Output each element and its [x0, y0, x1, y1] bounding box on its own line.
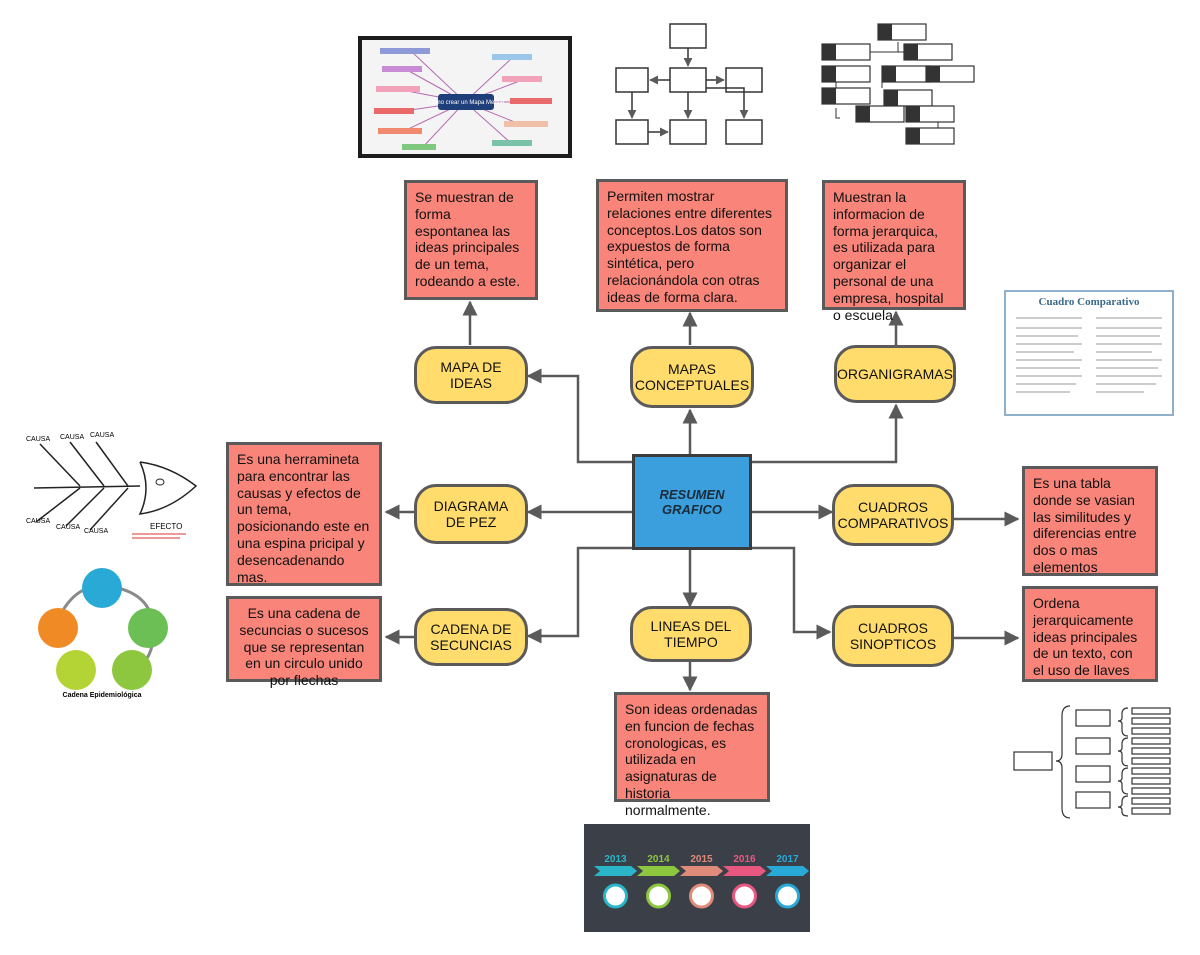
timeline-milestone-icon [689, 883, 714, 909]
timeline-milestone-icon [646, 883, 671, 909]
timeline-year-label: 2016 [733, 854, 756, 865]
timeline-year-label: 2013 [604, 854, 627, 865]
comparative-table-lines [1016, 317, 1162, 393]
timeline-year-label: 2015 [690, 854, 713, 865]
fishbone-drawing [33, 441, 198, 539]
node-lineas-tiempo-label: LINEAS DEL TIEMPO [650, 617, 732, 650]
org-chart-thumbnail [821, 23, 975, 145]
timeline-thumbnail: 2013 2014 2015 2016 2017 [584, 824, 810, 932]
comparative-table-title: Cuadro Comparativo [1038, 296, 1140, 308]
node-diagrama-pez[interactable]: DIAGRAMA DE PEZ [414, 484, 528, 544]
fish-cause-6: CAUSA [84, 528, 109, 535]
node-mapas-conceptuales[interactable]: MAPAS CONCEPTUALES [630, 346, 754, 408]
timeline-band-2015 [680, 866, 723, 876]
fish-cause-2: CAUSA [60, 434, 85, 441]
node-cuadros-comparativos[interactable]: CUADROS COMPARATIVOS [832, 484, 954, 546]
comparative-table-thumbnail: Cuadro Comparativo [1004, 290, 1174, 416]
center-title-line2: GRAFICO [662, 502, 722, 517]
center-box[interactable]: RESUMEN GRAFICO [632, 454, 752, 550]
node-cuadros-sinopticos-label: CUADROS SINOPTICOS [849, 619, 937, 652]
fishbone-thumbnail: CAUSA CAUSA CAUSA CAUSA CAUSA CAUSA EFEC… [20, 428, 200, 546]
timeline-band-2016 [723, 866, 766, 876]
timeline-year-label: 2017 [776, 854, 799, 865]
note-mapa-ideas-text: Se muestran de forma espontanea las idea… [415, 189, 521, 289]
timeline-band-2013 [594, 866, 637, 876]
fish-cause-4: CAUSA [26, 518, 51, 525]
note-cuadros-comparativos: Es una tabla donde se vasian las similit… [1022, 466, 1158, 576]
fish-effect-label: EFECTO [150, 522, 183, 531]
connector-organigramas [752, 403, 904, 464]
fish-cause-1: CAUSA [26, 436, 51, 443]
timeline-band-2017 [766, 866, 809, 876]
note-cuadros-sinopticos-text: Ordena jerarquicamente ideas principales… [1033, 595, 1138, 679]
center-title-line1: RESUMEN [659, 487, 725, 502]
note-cuadros-comparativos-text: Es una tabla donde se vasian las similit… [1033, 475, 1137, 575]
node-organigramas-label: ORGANIGRAMAS [837, 365, 953, 382]
mind-map-image: Cómo crear un Mapa Mental [362, 40, 568, 154]
chain-caption: Cadena Epidemiológica [62, 692, 142, 699]
concept-map-thumbnail [615, 23, 763, 145]
note-diagrama-pez-text: Es una herramineta para encontrar las ca… [237, 451, 370, 585]
note-cadena-secuencias: Es una cadena de secuncias o sucesos que… [226, 596, 382, 688]
timeline-milestone-icon [775, 883, 800, 909]
chain-thumbnail: Cadena Epidemiológica [32, 566, 172, 706]
note-diagrama-pez: Es una herramineta para encontrar las ca… [226, 442, 382, 586]
timeline-milestone-icon [732, 883, 757, 909]
note-organigramas: Muestran la informacion de forma jerarqu… [822, 180, 966, 323]
node-cuadros-comparativos-label: CUADROS COMPARATIVOS [837, 498, 949, 531]
note-lineas-tiempo-text: Son ideas ordenadas en funcion de fechas… [625, 701, 758, 818]
timeline-drawing: 2013 2014 2015 2016 2017 [594, 854, 809, 909]
timeline-band-2014 [637, 866, 680, 876]
connector-cadena [526, 546, 632, 644]
chain-drawing [38, 568, 168, 690]
node-mapa-ideas[interactable]: MAPA DE IDEAS [414, 346, 528, 404]
node-mapa-ideas-label: MAPA DE IDEAS [440, 358, 502, 391]
node-diagrama-pez-label: DIAGRAMA DE PEZ [433, 497, 509, 530]
synoptic-thumbnail [1013, 705, 1171, 819]
node-cadena-secuencias-label: CADENA DE SECUNCIAS [430, 620, 512, 653]
note-organigramas-text: Muestran la informacion de forma jerarqu… [833, 189, 944, 323]
node-lineas-tiempo[interactable]: LINEAS DEL TIEMPO [630, 606, 752, 662]
note-lineas-tiempo: Son ideas ordenadas en funcion de fechas… [614, 692, 770, 818]
note-mapa-ideas: Se muestran de forma espontanea las idea… [404, 180, 538, 300]
note-cadena-secuencias-text: Es una cadena de secuncias o sucesos que… [239, 605, 369, 689]
fish-cause-5: CAUSA [56, 524, 81, 531]
connector-mapa-ideas [526, 368, 632, 464]
node-cadena-secuencias[interactable]: CADENA DE SECUNCIAS [414, 608, 528, 666]
timeline-milestone-icon [603, 883, 628, 909]
node-organigramas[interactable]: ORGANIGRAMAS [834, 345, 956, 403]
node-cuadros-sinopticos[interactable]: CUADROS SINOPTICOS [832, 605, 954, 667]
note-mapas-conceptuales: Permiten mostrar relaciones entre difere… [596, 179, 788, 312]
mind-map-thumbnail: Cómo crear un Mapa Mental [358, 36, 572, 158]
connector-cuadros-sinopticos [752, 546, 832, 640]
mind-map-center-text: Cómo crear un Mapa Mental [428, 100, 504, 106]
note-cuadros-sinopticos: Ordena jerarquicamente ideas principales… [1022, 586, 1158, 682]
node-mapas-conceptuales-label: MAPAS CONCEPTUALES [634, 360, 750, 393]
note-mapas-conceptuales-text: Permiten mostrar relaciones entre difere… [607, 188, 772, 305]
fish-cause-3: CAUSA [90, 432, 115, 439]
timeline-year-label: 2014 [647, 854, 670, 865]
